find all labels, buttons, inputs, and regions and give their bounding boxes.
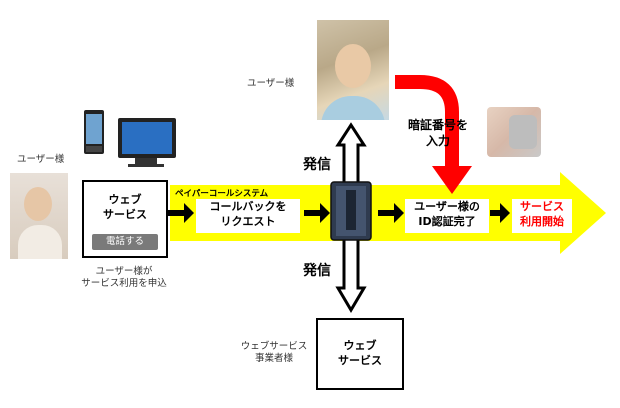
call-label-top: 発信 — [303, 157, 331, 173]
arrow-left-to-callback — [168, 203, 194, 223]
user-applies-line2: サービス利用を申込 — [81, 278, 167, 289]
woman-on-phone-photo — [317, 20, 389, 120]
web-service-left-line1: ウェブ — [108, 193, 142, 206]
user-label-top: ユーザー様 — [247, 78, 295, 89]
arrow-id-to-start — [490, 203, 510, 223]
monitor-icon — [118, 118, 176, 167]
red-curved-arrow — [395, 75, 459, 168]
callback-request-box: コールバックを リクエスト — [196, 199, 300, 233]
web-service-bottom-line2: サービス — [338, 354, 382, 367]
start-line2: 利用開始 — [520, 215, 564, 228]
callback-line2: リクエスト — [220, 215, 276, 228]
user-applies-line1: ユーザー様が — [95, 266, 153, 277]
web-service-bottom-line1: ウェブ — [343, 339, 377, 352]
server-icon — [330, 181, 372, 241]
web-service-box-user: ウェブ サービス 電話する — [82, 180, 168, 258]
service-start-box: サービス 利用開始 — [512, 199, 572, 233]
hand-keypad-photo — [487, 107, 541, 157]
id-line2: ID認証完了 — [418, 215, 476, 228]
web-service-box-provider: ウェブ サービス — [316, 318, 404, 390]
pin-line1: 暗証番号を — [407, 118, 468, 132]
arrow-server-to-id — [378, 203, 404, 223]
call-button[interactable]: 電話する — [92, 234, 158, 250]
id-line1: ユーザー様の — [414, 200, 480, 213]
pin-entry-label: 暗証番号を 入力 — [398, 117, 478, 149]
woman-at-computer-photo — [10, 173, 68, 259]
id-auth-box: ユーザー様の ID認証完了 — [405, 199, 489, 233]
pin-line2: 入力 — [425, 134, 450, 148]
web-service-left-line2: サービス — [103, 208, 147, 221]
user-label-left: ユーザー様 — [17, 154, 65, 165]
call-label-bottom: 発信 — [303, 263, 331, 279]
provider-line1: ウェブサービス — [240, 341, 308, 352]
provider-caption: ウェブサービス 事業者様 — [232, 341, 316, 365]
user-applies-caption: ユーザー様が サービス利用を申込 — [78, 266, 170, 290]
arrow-callback-to-server — [304, 203, 330, 223]
provider-line2: 事業者様 — [254, 353, 293, 364]
system-name: ペイパーコールシステム — [175, 189, 269, 199]
start-line1: サービス — [520, 200, 564, 213]
mobile-device-icon — [84, 110, 104, 154]
callback-line1: コールバックを — [209, 200, 287, 213]
